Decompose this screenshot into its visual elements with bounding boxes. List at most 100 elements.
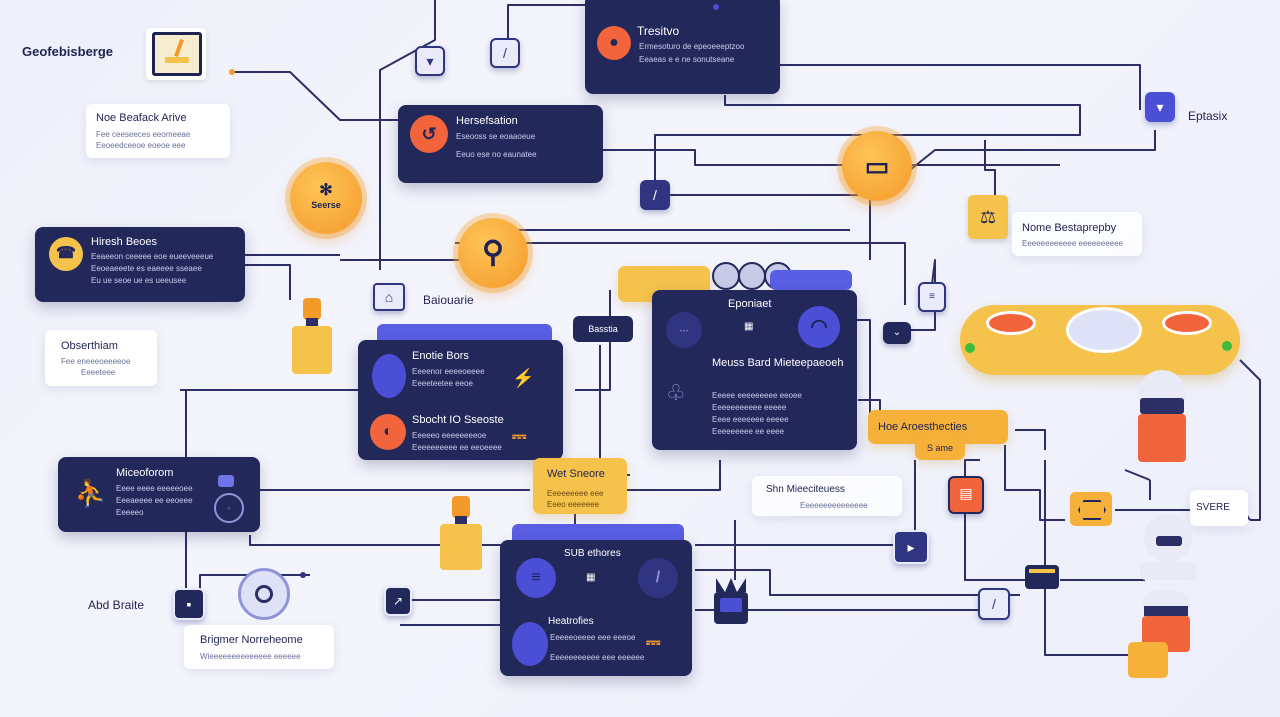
chevron-icon-chip[interactable]: ▾ [415,46,445,76]
card-title: Obserthiam [61,340,118,352]
label-bottom-left: Abd Braite [88,598,145,612]
platform-icon [960,305,1240,375]
card-line: Eseooss se eoaaoeue [456,132,536,141]
tool-icon: ⚖ [968,195,1008,239]
person-figure-icon [440,496,482,570]
card-subtitle: Meuss Bard Mieteepaeoeh [712,357,844,369]
play-icon-chip[interactable]: ▸ [893,530,929,564]
grid-icon: ⋯ [666,312,702,348]
card-nome-bestaprepby[interactable]: Nome Bestaprepby Eeeeeeeeeeee eeeeeeeeee [1012,212,1142,256]
card-line: Ermesoturo de epeoeeeptzoo [639,42,745,51]
person-figure-icon [292,298,332,374]
plug-icon: ⎓ [512,426,527,446]
card-title: SUB ethores [564,548,621,559]
violet-strip [770,270,852,290]
robot-icon [1140,514,1196,580]
label-right-top: Eptasix [1188,109,1228,123]
cylinder-icon [1138,370,1186,462]
label-center: Baiouarie [423,293,474,307]
connector-dot [229,69,235,75]
hexagon-icon[interactable] [1070,492,1112,526]
card-sub-ethores[interactable]: SUB ethores ≡ ▦ / Heatrofies Eeeeeoeeee … [500,540,692,676]
card-brigmer[interactable]: Brigmer Norreheome Wieeeeeeeeeeeeee eeee… [184,625,334,669]
monitor-frame [146,28,206,80]
small-tag[interactable]: Basstia [573,316,633,342]
card-line: Eeeeeeeeeeeeeee [800,501,868,510]
orb-left-icon: ✻ [319,182,333,199]
card-line: Eeeeeeeeeee eee eeeeee [550,653,645,662]
card-line: Eeeeeo eeeeeeeeoe [412,431,487,440]
card-line: Eeeeeeeee ee eeee [712,427,785,436]
wifi-icon: ◠ [798,306,840,348]
card-eponiaet[interactable]: Eponiaet ⋯ ◠ ▦ Meuss Bard Mieteepaeoeh ♧… [652,290,857,450]
card-hersefsation[interactable]: ↺ Hersefsation Eseooss se eoaaoeue Eeuo … [398,105,603,183]
box-icon [1128,642,1168,678]
card-wet-sneore[interactable]: Wet Sneore Eeeeeeeee eee Eeeo eeeeeee [533,458,627,514]
card-line: Eeeeeeeeee ee eeoeeee [412,443,502,452]
stack-icon-chip[interactable]: ≡ [918,282,946,312]
label-top-left: Geofebisberge [22,44,114,59]
card-title: Hiresh Beoes [91,236,158,248]
card-line: Eeeeteee [81,368,116,377]
card-miceoforom[interactable]: ⛹ Miceoforom Eeee eeee eeeeeoee Eeeaeeee… [58,457,260,532]
card-line: Fee eneeeoeeeeoe [61,357,131,366]
basket-icon [714,578,748,624]
plug-icon: ⎓ [646,632,661,652]
chevron-down-icon-chip[interactable]: ⌄ [883,322,911,344]
orb-left[interactable]: ✻ Seerse [290,162,362,234]
card-shn[interactable]: Shn Mieeciteuess Eeeeeeeeeeeeeee [752,476,902,516]
status-dot [713,4,719,10]
card-line: Wieeeeeeeeeeeeee eeeeee [200,652,301,661]
shield-icon-chip[interactable]: ▾ [1145,92,1175,122]
person-icon: ⛹ [74,478,108,508]
tag-svere[interactable]: SVERE [1190,490,1248,526]
figure-icon [372,354,406,398]
card-line: Eeeeeeeeeee eeeee [712,403,787,412]
card-tab [512,524,684,540]
slash-circle-icon: / [638,558,678,598]
slash-icon-chip[interactable]: / [978,588,1010,620]
tray-icon-chip[interactable]: ⌂ [373,283,405,311]
switch-icon [738,262,766,290]
note-title: Noe Beafack Arive [96,112,187,124]
slash-icon-chip[interactable]: / [490,38,520,68]
note-line: Fee ceeseeces eeomeeae [96,130,191,139]
card-enotie[interactable]: Enotie Bors Eeeenor eeeeoeeee Eeeeteetee… [358,340,563,460]
card-line: Eeeee eeeeeeeee eeoee [712,391,802,400]
cursor-icon-chip[interactable]: ↗ [384,586,412,616]
card-line: Eeeeeeeeeeee eeeeeeeeee [1022,239,1123,248]
grid-icon-chip[interactable]: ▪ [173,588,205,620]
card-title: Heatrofies [548,616,594,627]
monitor-icon [152,32,202,76]
window-icon-chip[interactable]: ▤ [948,476,984,514]
card-hiresh[interactable]: ☎ Hiresh Beoes Eeaeeon ceeeee eoe eueeve… [35,227,245,302]
card-line: Eeee eeeeeee eeeee [712,415,789,424]
card-title: Enotie Bors [412,350,469,362]
card-title: Brigmer Norreheome [200,634,303,646]
card-title: Wet Sneore [547,468,605,480]
card-title: Eponiaet [728,298,772,310]
orb-center[interactable]: ⚲ [458,218,528,288]
card-tab [377,324,552,340]
plug-icon: ⚡ [512,368,535,388]
card-title: Nome Bestaprepby [1022,222,1117,234]
orb-right[interactable]: ▭ [842,131,912,201]
card-title: Miceoforom [116,467,174,479]
tile-icon: ▦ [586,572,596,583]
card-line: Eeoeaeeete es eaeeee sseaee [91,264,202,273]
target-icon[interactable] [238,568,290,620]
pencil-icon-chip[interactable]: / [640,180,670,210]
tile-icon: ▦ [744,321,754,332]
note-card-beafack[interactable]: Noe Beafack Arive Fee ceeseeces eeomeeae… [86,104,230,158]
card-line: Eeeeteetee eeoe [412,379,473,388]
card-line: Eeaeeon ceeeee eoe eueeveeeue [91,252,214,261]
card-line: Eeeenor eeeeoeeee [412,367,485,376]
card-title: Hoe Aroesthecties [878,421,968,433]
card-title: Hersefsation [456,115,518,127]
menu-icon: ≡ [516,558,556,598]
card-obserthiam[interactable]: Obserthiam Fee eneeeoeeeeoe Eeeeteee [45,330,157,386]
note-line: Eeoeedceeoe eoeoe eee [96,141,186,150]
card-tresitvo[interactable]: ● Tresitvo Ermesoturo de epeoeeeptzoo Ee… [585,0,780,94]
card-title: Tresitvo [637,24,680,38]
